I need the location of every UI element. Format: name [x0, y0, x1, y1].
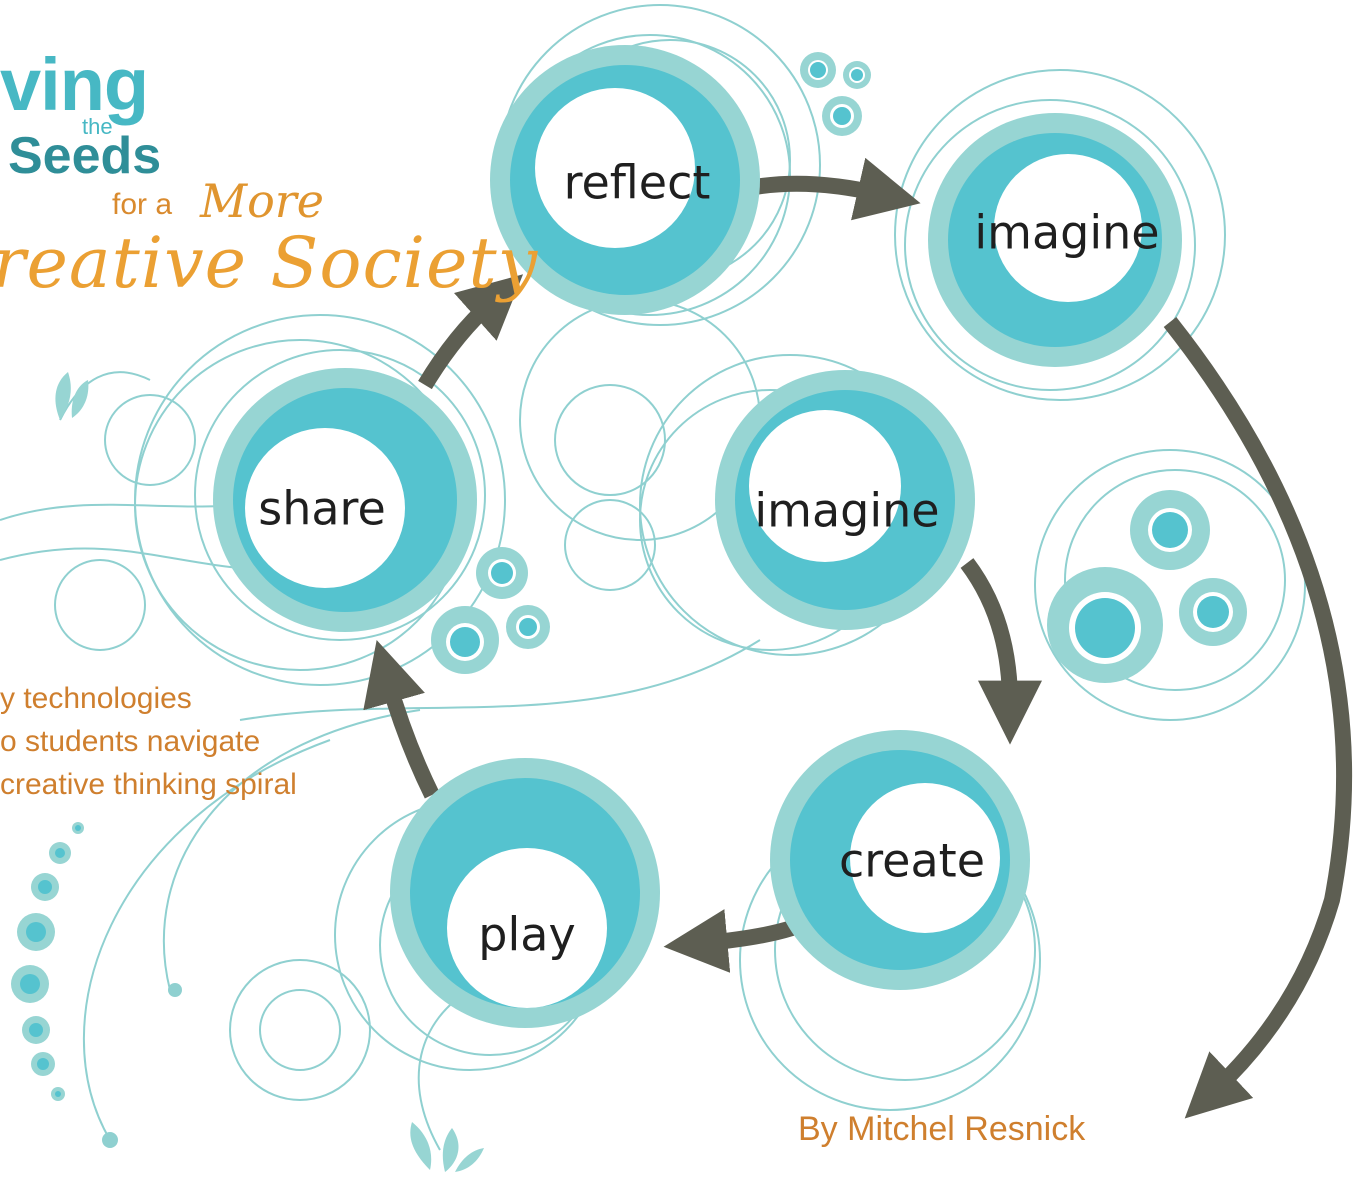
- tagline-line-2: o students navigate: [0, 725, 261, 758]
- tagline-line-3: creative thinking spiral: [0, 768, 297, 801]
- node-label-play: play: [478, 908, 575, 962]
- title-line-3: Seeds: [8, 127, 162, 185]
- node-play: play: [390, 758, 660, 1028]
- flower-decorations: [11, 52, 1247, 1101]
- node-label-share: share: [258, 482, 386, 536]
- swirl-dot: [168, 983, 182, 997]
- title-line-5: reative Society: [0, 222, 539, 304]
- node-reflect: reflect: [490, 45, 760, 315]
- node-imagine-top: imagine: [928, 113, 1182, 367]
- title-line-1: ving: [0, 43, 149, 126]
- arrow-play-to-share: [363, 639, 440, 799]
- arrow-create-to-play: [663, 909, 795, 973]
- author-credit: By Mitchel Resnick: [798, 1110, 1086, 1148]
- title-line-4a: for a: [112, 188, 173, 221]
- arrow-imagine-top-to-author: [1163, 317, 1353, 1119]
- node-share: share: [213, 368, 477, 632]
- tagline-line-1: y technologies: [0, 682, 192, 715]
- leaf-motifs: [55, 372, 484, 1172]
- node-label-create: create: [839, 834, 985, 888]
- node-create: create: [770, 730, 1030, 990]
- swirl-dot: [102, 1132, 118, 1148]
- node-imagine-center: imagine: [715, 370, 975, 630]
- node-label-imagine-center: imagine: [754, 484, 939, 538]
- title-line-2: the: [82, 114, 113, 139]
- arrow-reflect-to-imagine: [753, 157, 921, 221]
- arrow-imagine-center-to-create: [960, 558, 1042, 745]
- cycle-arrows: [363, 157, 1353, 1119]
- node-label-reflect: reflect: [564, 156, 711, 210]
- title-line-4b: More: [200, 174, 325, 228]
- arrow-share-to-reflect: [418, 274, 524, 390]
- node-label-imagine-top: imagine: [974, 206, 1159, 260]
